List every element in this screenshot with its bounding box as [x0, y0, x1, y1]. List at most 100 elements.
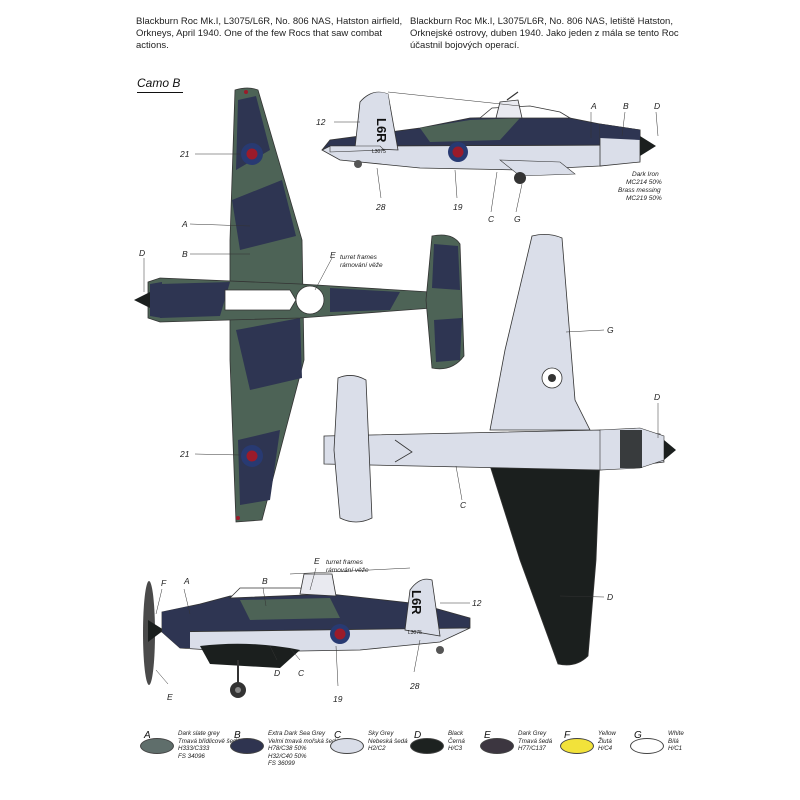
- legend-line: H333/C333: [178, 745, 210, 753]
- legend-line: H32/C40 50%: [268, 752, 307, 760]
- legend-line: Černá: [448, 737, 465, 745]
- legend-line: Extra Dark Sea Grey: [268, 730, 326, 737]
- legend-line: Dark slate grey: [178, 730, 220, 737]
- legend-line: FS 34096: [178, 752, 205, 760]
- legend-line: White: [668, 730, 684, 737]
- legend-line: Black: [448, 730, 464, 737]
- swatch-dark-slate-grey: [140, 738, 174, 754]
- lower-wing-sky: [489, 234, 591, 431]
- note-line: Brass messing: [618, 187, 661, 194]
- legend-letter: F: [564, 730, 571, 741]
- callout-d-top: D: [654, 101, 660, 111]
- callout-a-top: A: [590, 101, 597, 111]
- canopy-top: [224, 289, 297, 311]
- fuselage-upper-slate: [420, 118, 520, 142]
- callout-b-bottom: B: [262, 576, 268, 586]
- legend-line: H/C1: [668, 745, 683, 753]
- side-profile-top: L6R L3075: [316, 91, 664, 224]
- spinner: [640, 136, 656, 156]
- legend-line: Tmavá břidlicově šedá: [178, 737, 240, 745]
- callout-d-lower-wing: D: [607, 592, 613, 602]
- fin-bottom: [404, 578, 441, 637]
- legend-line: Sky Grey: [368, 730, 394, 737]
- legend-letter: E: [484, 730, 491, 741]
- caption-line: Blackburn Roc Mk.I, L3075/L6R, No. 806 N…: [136, 16, 403, 27]
- legend-line: Bílá: [668, 737, 679, 745]
- legend-letter: C: [334, 730, 342, 741]
- note-dark-iron: Dark Iron MC214 50% Brass messing MC219 …: [618, 171, 664, 202]
- legend-line: H77/C137: [518, 745, 546, 753]
- caption-english: Blackburn Roc Mk.I, L3075/L6R, No. 806 N…: [136, 16, 416, 52]
- caption-line: Blackburn Roc Mk.I, L3075/L6R, No. 806 N…: [410, 16, 673, 27]
- legend-letter: A: [144, 730, 151, 741]
- swatch-white: [630, 738, 664, 754]
- callout-g-top: G: [514, 214, 521, 224]
- note-line: Dark Iron: [632, 171, 659, 178]
- legend-line: FS 36099: [268, 760, 295, 768]
- caption-line: účastnil bojových operací.: [410, 40, 520, 51]
- swatch-black: [410, 738, 444, 754]
- legend-text: Sky Grey Nebeská šedá H2/C2: [368, 730, 408, 753]
- turret-top: [295, 285, 325, 315]
- callout-12-bottom: 12: [472, 598, 482, 608]
- swatch-yellow: [560, 738, 594, 754]
- camo-title: Camo B: [137, 76, 181, 90]
- note-line: turret frames: [326, 559, 364, 566]
- callout-a-bottom: A: [183, 576, 190, 586]
- cowling-black-ring: [620, 430, 642, 468]
- callout-d-upper: D: [139, 248, 145, 258]
- spinner-lower: [664, 440, 676, 460]
- plan-view-lower: G D C D: [323, 234, 676, 666]
- note-line: rámování věže: [326, 567, 369, 574]
- legend-letter: G: [634, 730, 642, 741]
- legend-text: Dark slate grey Tmavá břidlicově šedá H3…: [178, 730, 240, 760]
- callout-12-top: 12: [316, 117, 326, 127]
- callout-28-top: 28: [375, 202, 386, 212]
- legend-line: H/C3: [448, 745, 463, 753]
- side-profile-bottom: L6R L3075 F A: [143, 556, 482, 704]
- legend-text: Black Černá H/C3: [448, 730, 465, 753]
- callout-g-lower: G: [607, 325, 614, 335]
- callout-e-bottom: E: [167, 692, 173, 702]
- legend-line: H/C4: [598, 745, 613, 753]
- legend-text: Yellow Žlutá H/C4: [598, 730, 616, 753]
- legend-line: Dark Grey: [518, 730, 547, 737]
- note-line: MC219 50%: [626, 195, 662, 202]
- roundel-fuselage-top: [448, 142, 468, 162]
- legend-line: Velmi tmavá mořská šedá: [268, 737, 339, 745]
- legend-letter: D: [414, 730, 422, 741]
- callout-d-bottom: D: [274, 668, 280, 678]
- note-line: turret frames: [340, 254, 378, 261]
- callout-19-top: 19: [453, 202, 463, 212]
- note-turret-side: turret frames rámování věže: [326, 559, 369, 574]
- wing-root-dark: [200, 643, 300, 668]
- callout-e-bottom-top: E: [314, 556, 320, 566]
- callout-19-bottom: 19: [333, 694, 343, 704]
- lower-tailplane: [333, 375, 373, 523]
- callout-b-upper: B: [182, 249, 188, 259]
- callout-d-lower: D: [654, 392, 660, 402]
- plan-view-upper: 21 A B D E turret frames rámování věže 2…: [134, 87, 465, 523]
- roundel-fuselage-bottom: [330, 624, 350, 644]
- serial-bottom: L3075: [408, 630, 422, 636]
- swatch-extra-dark-sea-grey: [230, 738, 264, 754]
- turret: [495, 99, 523, 119]
- note-line: rámování věže: [340, 262, 383, 269]
- swatch-dark-grey: [480, 738, 514, 754]
- legend-line: Nebeská šedá: [368, 737, 408, 745]
- fin-code: L6R: [374, 118, 389, 143]
- lower-wing-black: [486, 455, 601, 666]
- caption-line: Orkneys, April 1940. One of the few Rocs…: [136, 28, 383, 51]
- legend-text: Dark Grey Tmavá šedá H77/C137: [518, 730, 552, 753]
- callout-c-bottom: C: [298, 668, 305, 678]
- legend-line: Tmavá šedá: [518, 737, 553, 745]
- legend-line: Žlutá: [598, 737, 612, 745]
- callout-a-upper: A: [181, 219, 188, 229]
- caption-czech: Blackburn Roc Mk.I, L3075/L6R, No. 806 N…: [410, 16, 690, 52]
- callout-e-upper: E: [330, 250, 336, 260]
- camo-title-underline: [137, 92, 183, 93]
- spinner-top: [134, 292, 150, 308]
- callout-b-top: B: [623, 101, 629, 111]
- callout-28-bottom: 28: [409, 681, 420, 691]
